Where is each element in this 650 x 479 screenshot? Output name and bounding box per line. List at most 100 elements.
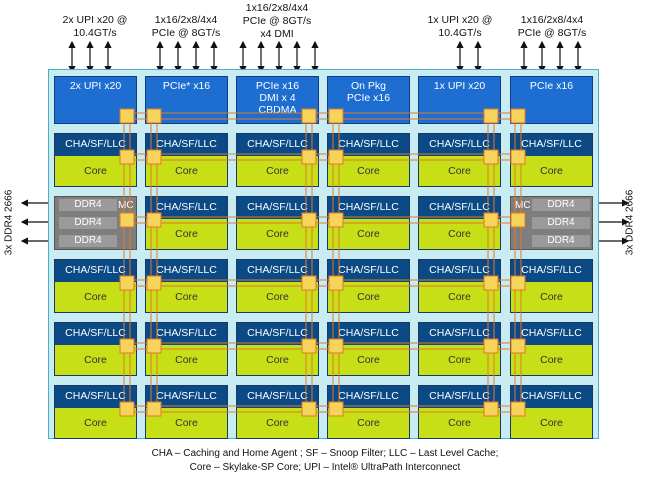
cha-sf-llc-block: CHA/SF/LLC — [237, 386, 318, 408]
mesh-router-stop — [510, 275, 526, 291]
cha-sf-llc-block: CHA/SF/LLC — [328, 386, 409, 408]
mesh-router-stop — [119, 401, 135, 417]
mesh-router-stop — [146, 212, 162, 228]
top-io-label: 2x UPI x20 @10.4GT/s — [50, 14, 140, 40]
cha-sf-llc-block: CHA/SF/LLC — [419, 323, 500, 345]
cha-sf-llc-block: CHA/SF/LLC — [511, 386, 592, 408]
mesh-router-stop — [510, 212, 526, 228]
mesh-router-stop — [119, 338, 135, 354]
mesh-router-stop — [146, 108, 162, 124]
ddr4-channel: DDR4 — [532, 235, 590, 247]
mesh-router-stop — [301, 212, 317, 228]
mesh-router-stop — [301, 275, 317, 291]
cha-sf-llc-block: CHA/SF/LLC — [328, 323, 409, 345]
mesh-router-stop — [328, 149, 344, 165]
cha-sf-llc-block: CHA/SF/LLC — [328, 260, 409, 282]
mesh-router-stop — [328, 212, 344, 228]
mesh-router-stop — [119, 212, 135, 228]
top-io-label-line: 1x16/2x8/4x4 — [520, 14, 584, 26]
io-block-line: On Pkg — [350, 80, 387, 92]
top-io-label-line: 1x16/2x8/4x4 — [245, 2, 309, 14]
cha-sf-llc-block: CHA/SF/LLC — [511, 134, 592, 156]
top-io-label-line: 10.4GT/s — [73, 27, 117, 39]
cha-sf-llc-block: CHA/SF/LLC — [55, 134, 136, 156]
mesh-router-stop — [483, 212, 499, 228]
mesh-router-stop — [146, 275, 162, 291]
cha-sf-llc-block: CHA/SF/LLC — [146, 386, 227, 408]
cha-sf-llc-block: CHA/SF/LLC — [55, 260, 136, 282]
cha-sf-llc-block: CHA/SF/LLC — [237, 134, 318, 156]
ddr4-channel: DDR4 — [59, 235, 117, 247]
mesh-router-stop — [483, 275, 499, 291]
top-io-label-line: 1x UPI x20 @ — [427, 14, 493, 26]
cha-sf-llc-block: CHA/SF/LLC — [419, 134, 500, 156]
mesh-router-stop — [328, 108, 344, 124]
mesh-router-stop — [483, 401, 499, 417]
top-io-label-line: PCIe @ 8GT/s — [151, 27, 221, 39]
io-block-line: PCIe x16 — [346, 92, 391, 104]
ddr4-channel: DDR4 — [532, 217, 590, 229]
mesh-router-stop — [119, 149, 135, 165]
mesh-router-stop — [510, 401, 526, 417]
mesh-router-stop — [328, 338, 344, 354]
io-block-line: PCIe x16 — [255, 80, 300, 92]
die — [48, 69, 599, 439]
mesh-router-stop — [119, 275, 135, 291]
cha-sf-llc-block: CHA/SF/LLC — [146, 197, 227, 219]
mesh-router-stop — [301, 149, 317, 165]
cha-sf-llc-block: CHA/SF/LLC — [328, 134, 409, 156]
mesh-router-stop — [301, 338, 317, 354]
core-block: Core — [146, 156, 227, 186]
mesh-router-stop — [510, 338, 526, 354]
mc-label: MC — [118, 200, 134, 211]
mc-label: MC — [515, 200, 531, 211]
mesh-router-stop — [146, 149, 162, 165]
top-io-label: 1x UPI x20 @10.4GT/s — [415, 14, 505, 40]
cha-sf-llc-block: CHA/SF/LLC — [511, 323, 592, 345]
ddr4-channel: DDR4 — [532, 199, 590, 211]
ddr4-channel: DDR4 — [59, 199, 117, 211]
cha-sf-llc-block: CHA/SF/LLC — [419, 197, 500, 219]
core-block: Core — [55, 408, 136, 438]
legend-line-1: CHA – Caching and Home Agent ; SF – Snoo… — [151, 448, 499, 459]
left-ddr-label: 3x DDR4 2666 — [3, 189, 15, 256]
top-io-label-line: PCIe @ 8GT/s — [242, 15, 312, 27]
cha-sf-llc-block: CHA/SF/LLC — [419, 386, 500, 408]
mesh-router-stop — [146, 401, 162, 417]
mesh-router-stop — [301, 108, 317, 124]
top-io-label-line: 10.4GT/s — [438, 27, 482, 39]
core-block: Core — [146, 219, 227, 249]
cha-sf-llc-block: CHA/SF/LLC — [146, 134, 227, 156]
right-ddr-label: 3x DDR4 2666 — [624, 189, 636, 256]
mesh-router-stop — [119, 108, 135, 124]
cha-sf-llc-block: CHA/SF/LLC — [237, 260, 318, 282]
top-io-label-line: x4 DMI — [260, 28, 294, 40]
core-block: Core — [146, 282, 227, 312]
io-block-line: PCIe x16 — [529, 80, 574, 92]
cha-sf-llc-block: CHA/SF/LLC — [419, 260, 500, 282]
mesh-router-stop — [510, 149, 526, 165]
top-io-label-line: 2x UPI x20 @ — [62, 14, 128, 26]
cha-sf-llc-block: CHA/SF/LLC — [328, 197, 409, 219]
mesh-router-stop — [146, 338, 162, 354]
mesh-router-stop — [483, 338, 499, 354]
cha-sf-llc-block: CHA/SF/LLC — [511, 260, 592, 282]
io-block-line: DMI x 4 — [259, 92, 296, 104]
cha-sf-llc-block: CHA/SF/LLC — [55, 386, 136, 408]
